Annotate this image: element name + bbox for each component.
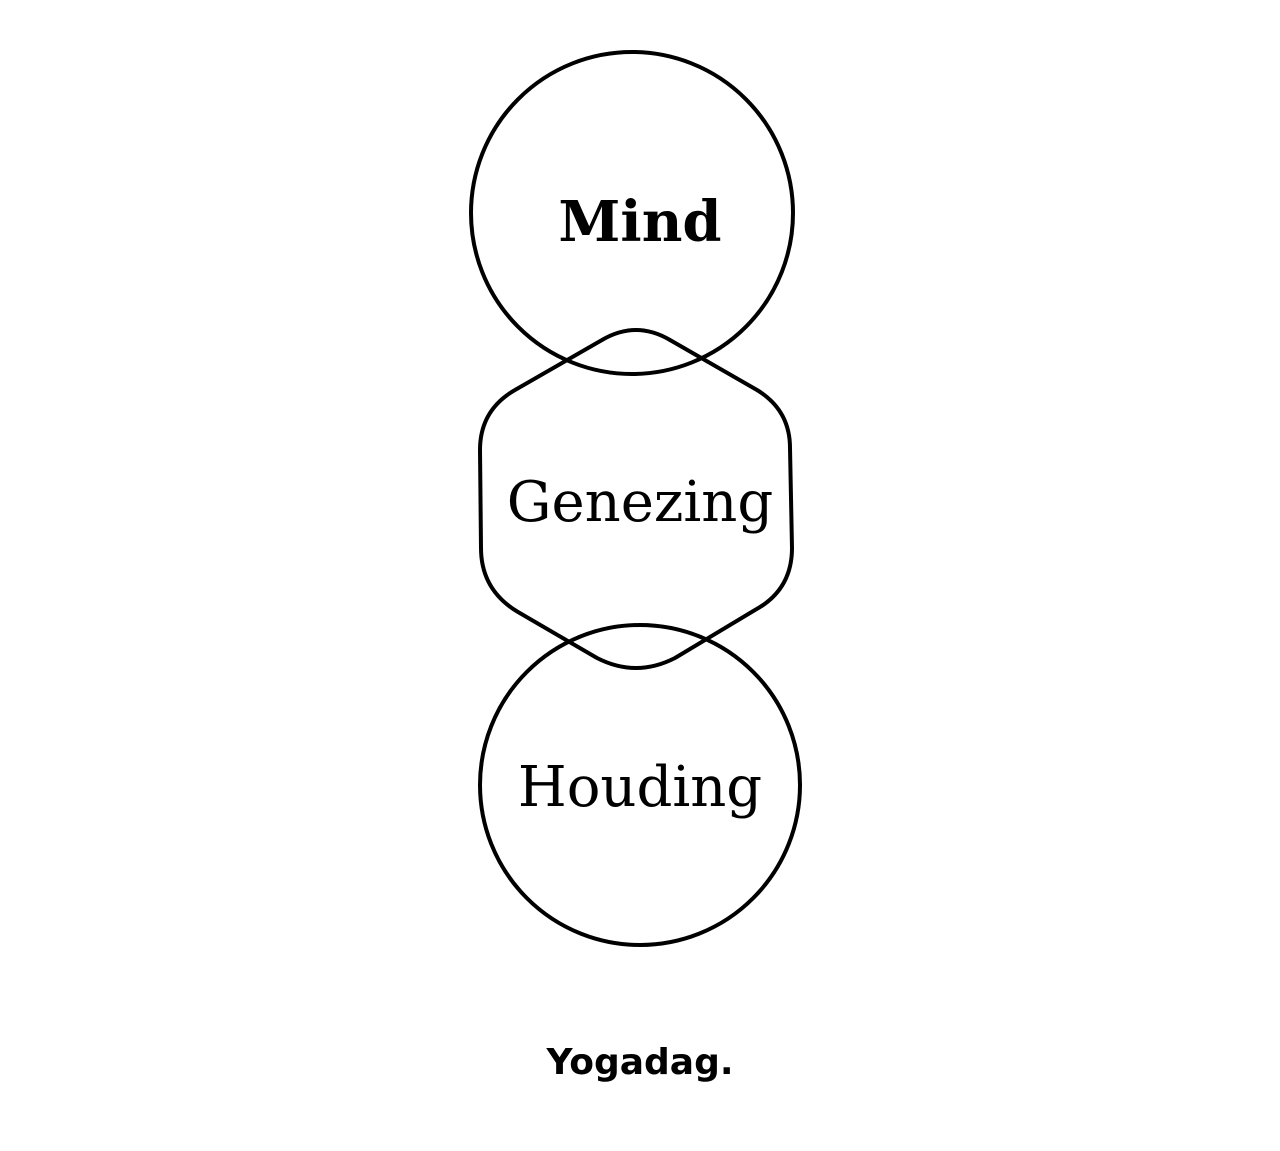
houding-label: Houding — [517, 755, 763, 820]
genezing-label: Genezing — [506, 470, 774, 535]
mind-label: Mind — [558, 189, 722, 255]
houding-circle — [478, 623, 802, 947]
mind-circle — [469, 50, 795, 376]
genezing-hexagon — [478, 328, 794, 670]
brand-wordmark: Yogadag. — [546, 1042, 734, 1083]
